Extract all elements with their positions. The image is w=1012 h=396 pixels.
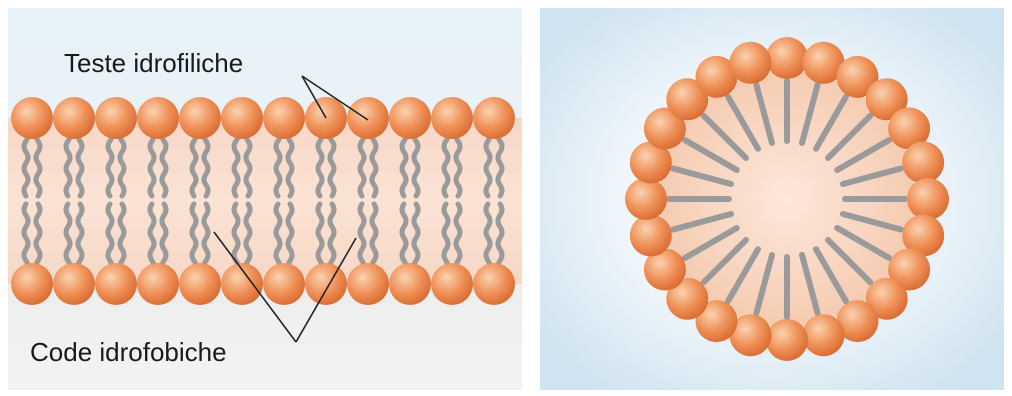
lipid-head-bottom xyxy=(431,263,473,305)
lipid-head-bottom xyxy=(347,263,389,305)
lipid-tail xyxy=(414,204,418,272)
lipid-head-top xyxy=(263,97,305,139)
lipid-tail xyxy=(246,130,250,196)
lipid-head-top xyxy=(347,97,389,139)
lipid-tail xyxy=(192,130,196,196)
lipid-tail xyxy=(498,130,502,196)
lipid-tail xyxy=(486,130,490,196)
lipid-tail xyxy=(414,130,418,196)
micelle-head xyxy=(730,42,772,84)
lipid-head-top xyxy=(389,97,431,139)
lipid-tail xyxy=(36,204,40,272)
micelle-panel xyxy=(540,8,1004,390)
lipid-tail xyxy=(402,204,406,272)
lipid-tail xyxy=(444,130,448,196)
lipid-head-top xyxy=(95,97,137,139)
lipid-tail xyxy=(288,204,292,272)
lipid-tail xyxy=(330,204,334,272)
lipid-tail xyxy=(108,204,112,272)
lipid-head-top xyxy=(179,97,221,139)
micelle-head xyxy=(902,142,944,184)
lipid-head-top xyxy=(11,97,53,139)
lipid-tail xyxy=(360,130,364,196)
lipid-tail xyxy=(372,130,376,196)
bilayer-panel: Teste idrofiliche Code idrofobiche xyxy=(8,8,522,390)
lipid-head-top xyxy=(431,97,473,139)
lipid-tail xyxy=(150,204,154,272)
lipid-tail xyxy=(24,204,28,272)
lipid-tail xyxy=(372,204,376,272)
micelle-head xyxy=(766,319,808,361)
micelle-head xyxy=(802,314,844,356)
lipid-tail xyxy=(318,130,322,196)
micelle-head xyxy=(766,37,808,79)
lipid-head-top xyxy=(137,97,179,139)
lipid-tail xyxy=(120,204,124,272)
label-hydrophobic-tails: Code idrofobiche xyxy=(30,337,227,367)
lipid-tail xyxy=(402,130,406,196)
lipid-tail xyxy=(66,204,70,272)
lipid-tail xyxy=(318,204,322,272)
lipid-head-bottom xyxy=(53,263,95,305)
lipid-tail xyxy=(486,204,490,272)
lipid-tail xyxy=(456,130,460,196)
lipid-head-bottom xyxy=(137,263,179,305)
micelle-head xyxy=(625,178,667,220)
lipid-tail xyxy=(192,204,196,272)
lipid-tail xyxy=(78,130,82,196)
lipid-tail xyxy=(234,130,238,196)
label-hydrophilic-heads: Teste idrofiliche xyxy=(64,48,243,78)
lipid-tail xyxy=(78,204,82,272)
micelle-head xyxy=(630,214,672,256)
lipid-head-bottom xyxy=(473,263,515,305)
lipid-head-bottom xyxy=(95,263,137,305)
lipid-tail xyxy=(246,204,250,272)
lipid-head-bottom xyxy=(179,263,221,305)
lipid-head-bottom xyxy=(305,263,347,305)
lipid-head-top xyxy=(53,97,95,139)
lipid-tail xyxy=(288,130,292,196)
lipid-tail xyxy=(120,130,124,196)
lipid-tail xyxy=(204,130,208,196)
lipid-tail xyxy=(276,130,280,196)
lipid-tail xyxy=(66,130,70,196)
lipid-head-top xyxy=(473,97,515,139)
lipid-tail xyxy=(150,130,154,196)
lipid-tail xyxy=(108,130,112,196)
lipid-tail xyxy=(360,204,364,272)
lipid-head-bottom xyxy=(389,263,431,305)
lipid-head-top xyxy=(221,97,263,139)
lipid-tail xyxy=(204,204,208,272)
lipid-tail xyxy=(456,204,460,272)
lipid-tail xyxy=(330,130,334,196)
lipid-tail xyxy=(444,204,448,272)
lipid-tail xyxy=(162,204,166,272)
lipid-tail xyxy=(276,204,280,272)
lipid-tail xyxy=(498,204,502,272)
lipid-tail xyxy=(24,130,28,196)
lipid-head-bottom xyxy=(263,263,305,305)
lipid-head-bottom xyxy=(11,263,53,305)
micelle-head xyxy=(907,178,949,220)
lipid-tail xyxy=(36,130,40,196)
lipid-tail xyxy=(162,130,166,196)
